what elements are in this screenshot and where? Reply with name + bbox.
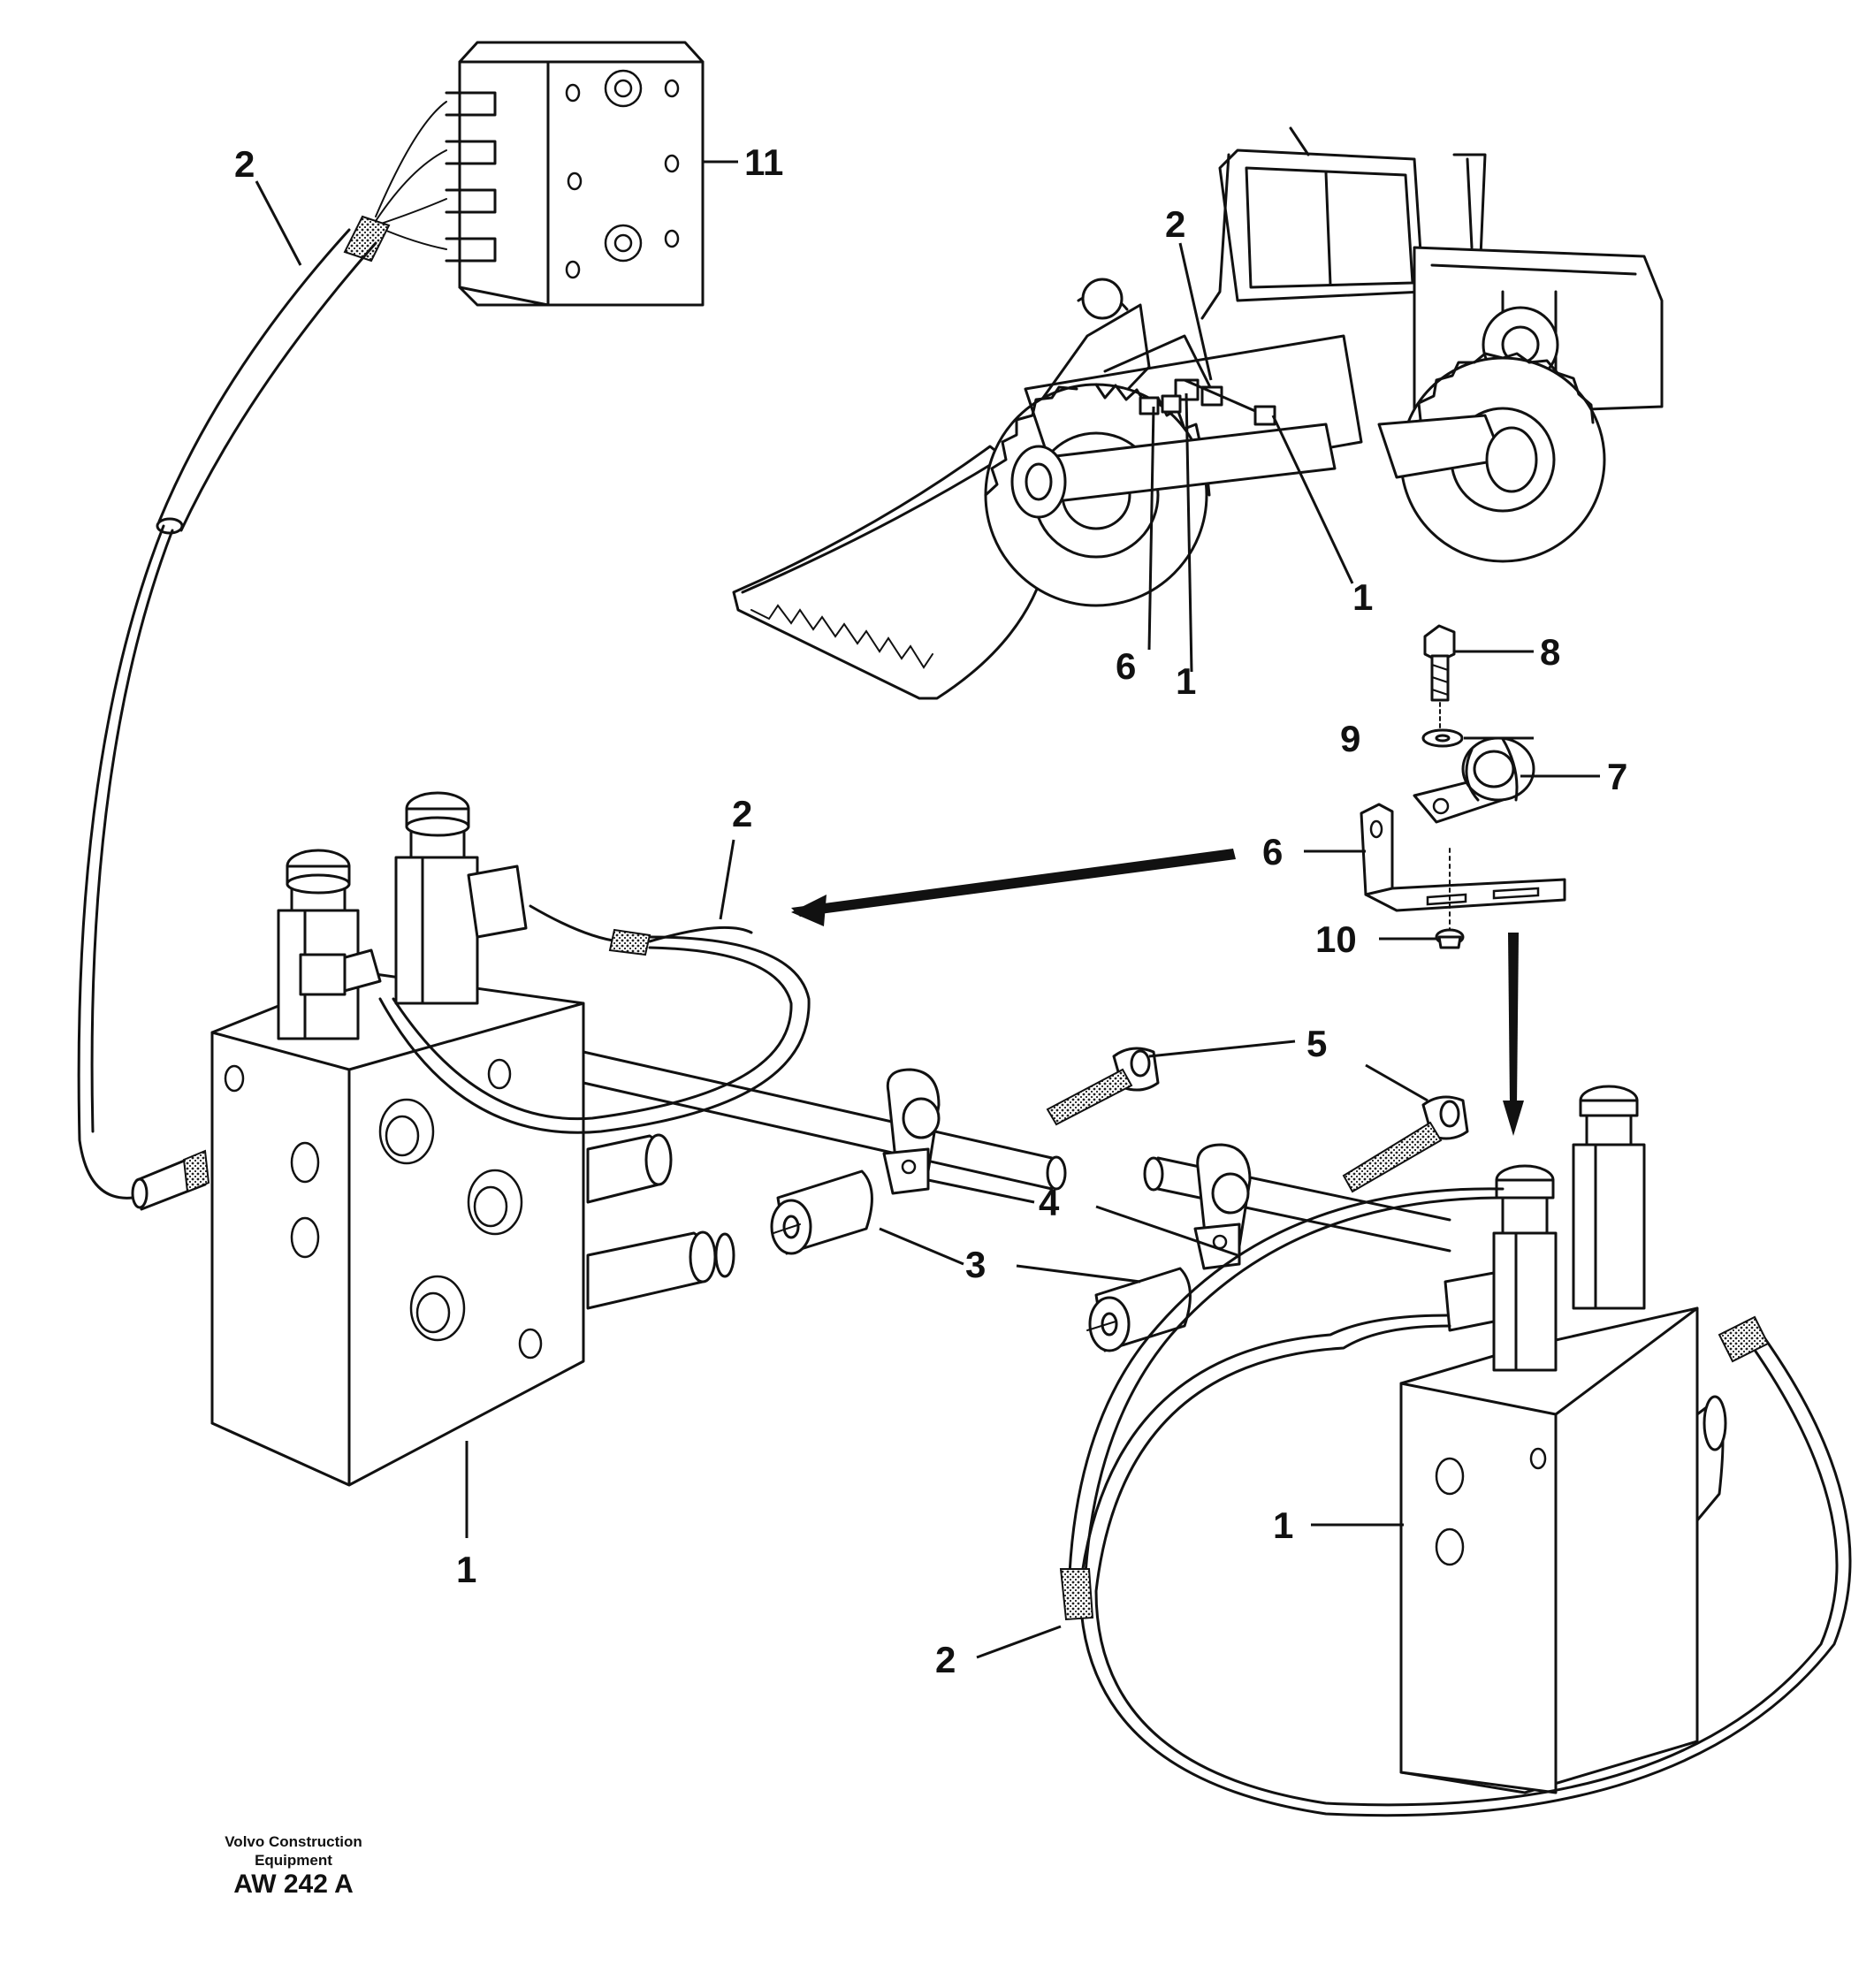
leader-lines — [255, 160, 1600, 1659]
callout-10: 10 — [1315, 918, 1357, 960]
valve-block-right — [1399, 1085, 1727, 1794]
bracket-assembly — [1360, 624, 1566, 949]
callout-2-mid: 2 — [732, 793, 752, 834]
callout-1-right: 1 — [1273, 1504, 1293, 1546]
wheel-loader-illustration — [732, 126, 1664, 700]
tube-assembly — [582, 1047, 1469, 1352]
cable-harness-left — [77, 101, 447, 1211]
callout-2-loader: 2 — [1165, 203, 1185, 245]
valve-location-markers — [1139, 378, 1276, 426]
cable-harness-mid — [378, 904, 811, 1134]
callout-9: 9 — [1340, 718, 1360, 759]
brand-caption: Volvo Construction Equipment — [225, 1833, 362, 1869]
callout-3: 3 — [965, 1244, 986, 1285]
callout-1-loader-mid: 1 — [1176, 660, 1196, 702]
callout-2-top: 2 — [234, 143, 255, 185]
callout-11-top: 11 — [744, 141, 783, 183]
connector-box — [445, 41, 705, 307]
callout-4: 4 — [1039, 1182, 1060, 1223]
figure-code: AW 242 A — [233, 1870, 354, 1899]
callout-labels: 11 2 2 1 6 1 8 9 7 6 10 2 5 4 3 1 1 2 — [234, 141, 1627, 1680]
callout-6: 6 — [1262, 831, 1283, 872]
callout-7: 7 — [1607, 756, 1627, 797]
direction-arrows — [791, 849, 1524, 1136]
valve-block-left — [210, 791, 735, 1487]
callout-6-loader: 6 — [1116, 645, 1136, 687]
callout-1-loader-right: 1 — [1352, 576, 1373, 618]
callout-2-bottom: 2 — [935, 1639, 956, 1680]
callout-8: 8 — [1540, 631, 1560, 673]
callout-1-left: 1 — [456, 1549, 476, 1590]
cable-harness-right — [1059, 1187, 1852, 1817]
callout-5: 5 — [1306, 1023, 1327, 1064]
